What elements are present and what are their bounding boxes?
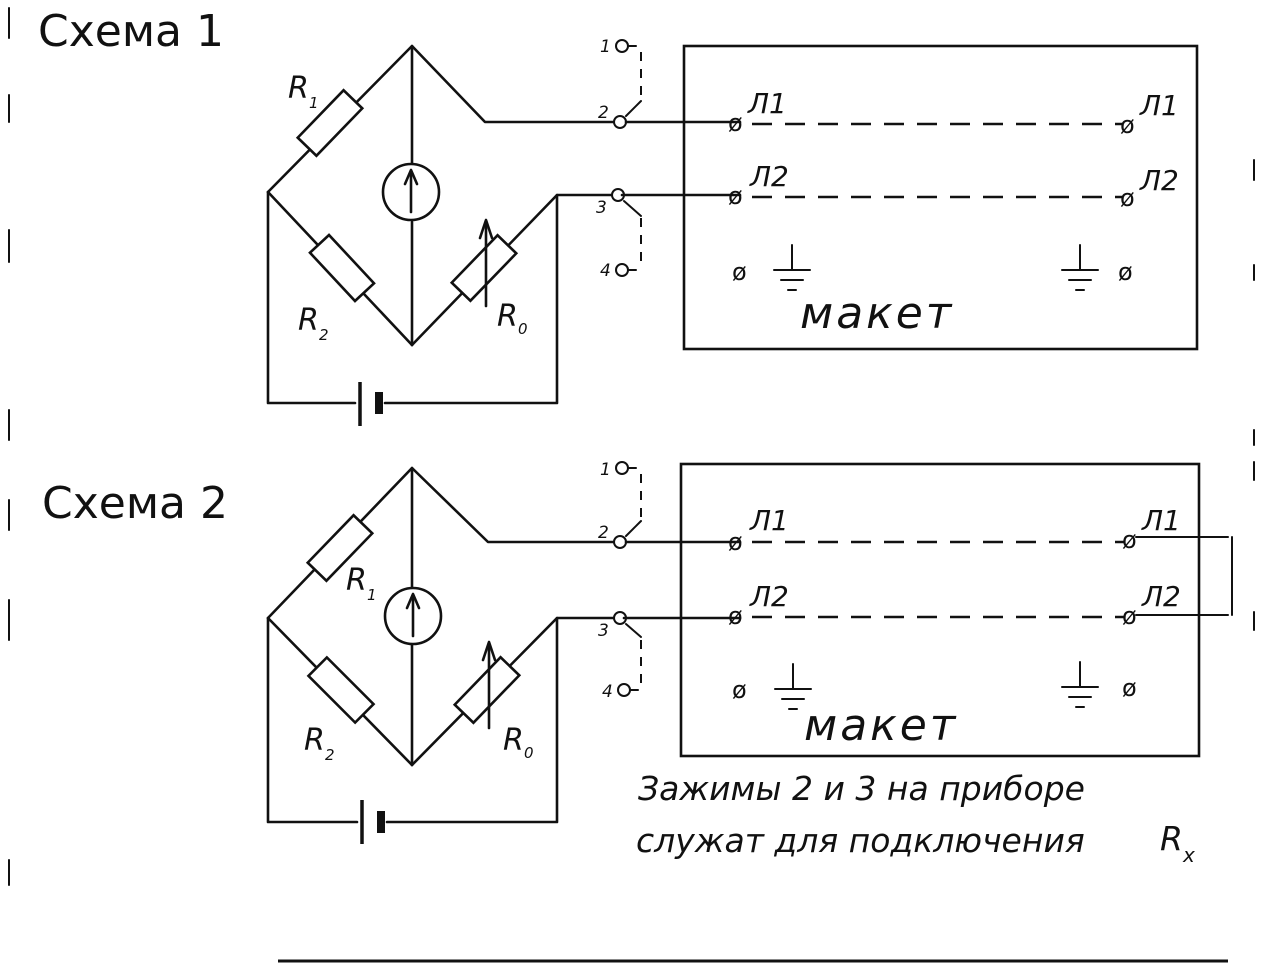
scheme-1-l2-left-terminal-icon: ø [728,182,743,210]
scheme-1-l1-left-label: Л1 [747,87,787,120]
scheme-2-resistor-r1 [305,513,375,583]
scheme-2-l1-right-terminal-icon: ø [1122,526,1137,554]
scheme-2-terminal-4: 4 [602,682,613,702]
scheme-1-r0-sub: 0 [518,320,528,338]
scheme-2-terminal-1: 1 [600,460,611,480]
scheme-2-maket-box [622,462,1201,758]
scheme-1-resistor-r0-variable [449,218,519,308]
scheme-1-terminal-2: 2 [598,103,609,123]
scheme-2-title: Схема 2 [42,478,228,529]
scheme-2-r2-sub: 2 [325,746,335,764]
scheme-1-terminal-3: 3 [596,198,607,218]
scheme-1-terminal-1: 1 [600,37,611,57]
scheme-2-l2-left-label: Л2 [749,580,789,613]
scheme-1-l1-right-terminal-icon: ø [1120,111,1135,139]
scheme-1-battery-icon [358,382,383,426]
scheme-2-ground-right-icon [1061,661,1099,708]
scheme-2-bridge [266,466,622,824]
scheme-2-r1-label: R [346,563,367,598]
scheme-1-r1-label: R [288,71,309,106]
scheme-2-external-jumper [1135,536,1233,616]
scheme-2-l1-right-label: Л1 [1141,504,1181,537]
scheme-2-ground-left-terminal-icon: ø [732,676,747,704]
note-line-1: Зажимы 2 и 3 на приборе [638,769,1085,808]
scheme-2-terminals [613,461,642,697]
scheme-1-maket-box [620,44,1199,351]
scheme-2-l1-left-terminal-icon: ø [728,528,743,556]
scheme-2-battery-icon [360,800,385,844]
scheme-2-r2-label: R [304,723,325,758]
scheme-2-galvanometer-icon [383,586,443,646]
scheme-2-terminal-2: 2 [598,523,609,543]
scheme-1-galvanometer-icon [381,162,441,222]
scheme-2-r1-sub: 1 [367,586,377,604]
note-rx-label: R [1160,819,1183,858]
scheme-2-maket-label: макет [804,700,958,751]
scheme-2-l1-left-label: Л1 [749,504,789,537]
page-edge-marks [8,7,1255,886]
scheme-1-l2-right-terminal-icon: ø [1120,184,1135,212]
scheme-2-ground-left-icon [774,663,812,710]
scheme-2-l2-left-terminal-icon: ø [728,602,743,630]
scheme-1-ground-left-icon [773,244,811,291]
scheme-1-resistor-r2 [308,233,376,303]
scheme-2-l2-right-label: Л2 [1141,580,1181,613]
scheme-1-resistor-r1 [295,88,365,158]
scheme-1-r0-label: R [497,299,518,334]
scheme-1-title: Схема 1 [38,6,224,57]
note-rx-sub: x [1182,843,1195,867]
scheme-1-r2-label: R [298,303,319,338]
scheme-1-l2-right-label: Л2 [1139,164,1179,197]
scheme-1-bridge [266,44,628,405]
scheme-1-terminals [611,39,642,277]
scheme-1-r2-sub: 2 [319,326,329,344]
scheme-2-r0-sub: 0 [524,744,534,762]
scheme-1-r1-sub: 1 [309,94,319,112]
scheme-1-l1-left-terminal-icon: ø [728,109,743,137]
note: Зажимы 2 и 3 на приборе служат для подкл… [636,769,1195,867]
scheme-1-l2-left-label: Л2 [749,160,789,193]
scheme-2-r0-label: R [503,723,524,758]
scheme-2: Схема 2 R 1 R 2 R 0 [42,460,1233,844]
scheme-1-l1-right-label: Л1 [1139,89,1179,122]
scheme-2-terminal-3: 3 [598,621,609,641]
scheme-2-ground-right-terminal-icon: ø [1122,674,1137,702]
scheme-2-resistor-r0-variable [452,640,522,730]
scheme-1-ground-right-icon [1061,244,1099,291]
scheme-1: Схема 1 R 1 R 2 R 0 [38,6,1199,426]
note-line-2: служат для подключения [636,821,1085,860]
scheme-2-l2-right-terminal-icon: ø [1122,602,1137,630]
scheme-1-ground-right-terminal-icon: ø [1118,258,1133,286]
scheme-1-ground-left-terminal-icon: ø [732,258,747,286]
scheme-2-resistor-r2 [306,655,376,725]
scheme-1-terminal-4: 4 [600,261,611,281]
scheme-1-maket-label: макет [800,288,954,339]
